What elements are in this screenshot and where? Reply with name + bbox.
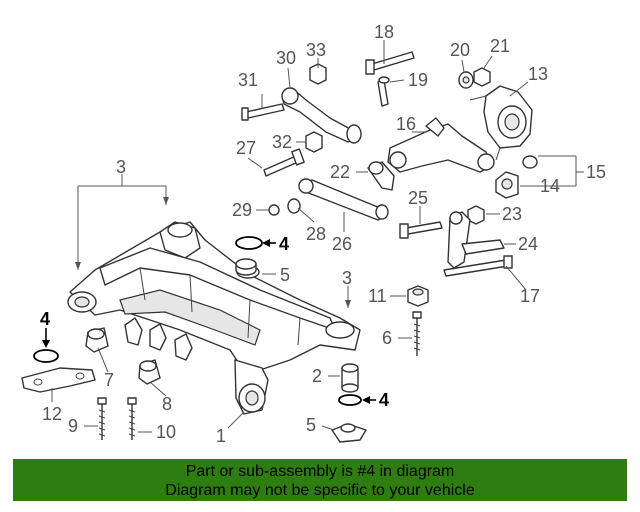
callout-23[interactable]: 23 (502, 204, 522, 224)
bushing-part-14[interactable] (495, 171, 519, 199)
toe-link-part-24[interactable] (447, 211, 505, 269)
washer-part-20[interactable] (458, 71, 474, 89)
callout-10[interactable]: 10 (156, 422, 176, 442)
trailing-arm-part-16[interactable] (387, 117, 495, 173)
callout-21[interactable]: 21 (490, 36, 510, 56)
notice-part-reference: Part or sub-assembly is #4 in diagram (185, 463, 455, 480)
callout-18[interactable]: 18 (374, 22, 394, 42)
bolt-part-27[interactable] (263, 148, 305, 177)
callout-26[interactable]: 26 (332, 234, 352, 254)
callout-25[interactable]: 25 (408, 188, 428, 208)
callout-8[interactable]: 8 (162, 394, 172, 414)
callout-7[interactable]: 7 (104, 370, 114, 390)
callout-5-lower[interactable]: 5 (306, 415, 316, 435)
washer-part-29[interactable] (268, 204, 280, 216)
callout-33[interactable]: 33 (306, 40, 326, 60)
callout-16[interactable]: 16 (396, 114, 416, 134)
callout-17[interactable]: 17 (520, 286, 540, 306)
bolt-part-6[interactable] (412, 311, 422, 356)
bolt-part-10[interactable] (127, 397, 137, 440)
callout-15[interactable]: 15 (586, 162, 606, 182)
callout-9[interactable]: 9 (68, 416, 78, 436)
notice-disclaimer: Diagram may not be specific to your vehi… (165, 482, 475, 499)
nut-part-11[interactable] (407, 285, 429, 307)
bolt-part-25[interactable] (399, 221, 443, 239)
oring-part-4-lower[interactable] (338, 394, 376, 406)
bolt-part-17[interactable] (443, 255, 513, 277)
callout-4-upper[interactable]: 4 (279, 234, 289, 254)
callout-2[interactable]: 2 (312, 366, 322, 386)
bracket-part-12[interactable] (21, 367, 96, 393)
link-part-22[interactable] (367, 161, 395, 191)
callout-27[interactable]: 27 (236, 138, 256, 158)
callout-20[interactable]: 20 (450, 40, 470, 60)
callout-24[interactable]: 24 (518, 234, 538, 254)
rear-subframe-diagram: 1 2 3 3 4 4 4 5 5 6 7 8 9 10 11 12 13 14… (21, 22, 606, 446)
callout-22[interactable]: 22 (330, 162, 350, 182)
mount-part-5-upper[interactable] (235, 258, 257, 276)
bushing-part-7[interactable] (85, 327, 109, 353)
callout-5-upper[interactable]: 5 (280, 265, 290, 285)
callout-29[interactable]: 29 (232, 200, 252, 220)
callout-31[interactable]: 31 (238, 70, 258, 90)
bushing-part-8[interactable] (138, 359, 161, 385)
callout-30[interactable]: 30 (276, 48, 296, 68)
bolt-part-31[interactable] (241, 103, 285, 121)
callout-11[interactable]: 11 (368, 286, 387, 306)
ring-part-15[interactable] (522, 155, 538, 169)
callout-3-left[interactable]: 3 (116, 157, 126, 177)
knuckle-part-13[interactable] (469, 85, 533, 161)
callout-1[interactable]: 1 (216, 426, 226, 446)
oring-part-4-upper[interactable] (235, 236, 276, 250)
callout-3-right[interactable]: 3 (342, 268, 352, 288)
callout-13[interactable]: 13 (528, 64, 548, 84)
lateral-link-part-26[interactable] (298, 178, 389, 221)
callout-32[interactable]: 32 (272, 132, 292, 152)
washer-part-28[interactable] (287, 198, 301, 214)
bolt-part-9[interactable] (97, 397, 107, 440)
callout-4-left[interactable]: 4 (40, 309, 50, 329)
callout-4-lower[interactable]: 4 (379, 390, 389, 410)
bolt-part-18[interactable] (365, 51, 415, 75)
leader-lines (51, 40, 584, 433)
diagram-notice-banner: Part or sub-assembly is #4 in diagram Di… (13, 459, 627, 501)
sleeve-part-2[interactable] (341, 363, 359, 393)
oring-part-4-left[interactable] (33, 328, 59, 363)
bolt-part-19[interactable] (377, 76, 390, 107)
callout-6[interactable]: 6 (382, 328, 392, 348)
callout-19[interactable]: 19 (408, 70, 428, 90)
callout-14[interactable]: 14 (540, 176, 560, 196)
nut-part-32[interactable] (305, 131, 323, 153)
callout-28[interactable]: 28 (306, 224, 326, 244)
control-arm-part-30[interactable] (281, 87, 362, 144)
nut-part-21[interactable] (473, 67, 491, 87)
callout-labels: 1 2 3 3 4 4 4 5 5 6 7 8 9 10 11 12 13 14… (40, 22, 606, 446)
mount-part-5-lower[interactable] (331, 423, 367, 443)
callout-12[interactable]: 12 (42, 404, 62, 424)
